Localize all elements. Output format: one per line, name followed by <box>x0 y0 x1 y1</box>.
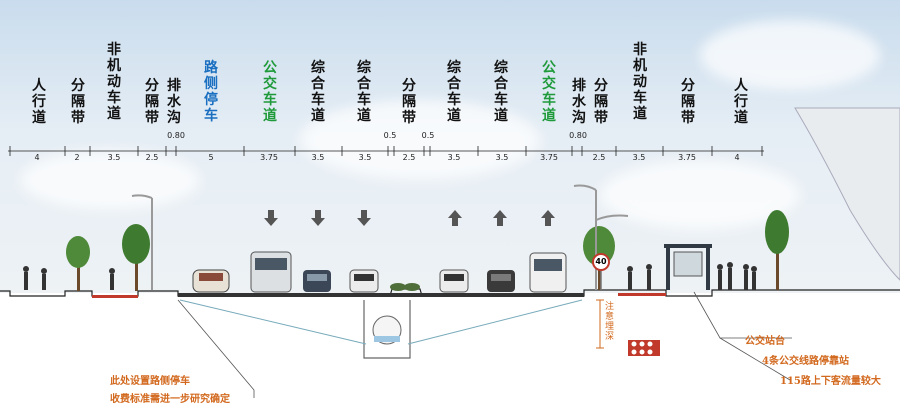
center-shrubs <box>390 283 420 291</box>
car-right-2 <box>487 270 515 292</box>
streetlight-right <box>573 184 629 290</box>
pedestrians-right <box>627 262 757 290</box>
car-right-1 <box>439 269 469 293</box>
dim-15: 4 <box>734 153 740 162</box>
label-general-3: 综合车道 <box>447 60 461 124</box>
label-bus-lane-right: 公交车道 <box>542 60 556 124</box>
dim-5: 3.75 <box>260 153 278 162</box>
dim-4: 5 <box>208 153 214 162</box>
ground-area <box>0 293 900 408</box>
annotation-bus-stop-2: 4条公交线路停靠站 <box>762 356 849 367</box>
annotation-bus-stop-3: 115路上下客流量较大 <box>780 376 881 387</box>
dim-7: 3.5 <box>358 153 372 162</box>
dim-0: 4 <box>34 153 40 162</box>
car-left-1 <box>303 270 331 292</box>
stadium-building <box>794 107 900 281</box>
label-drain-right: 排水沟 <box>572 78 586 126</box>
label-median-3: 分隔带 <box>594 78 608 126</box>
tree-right-2 <box>765 210 789 290</box>
streetlight-left <box>131 194 153 290</box>
label-drain-left: 排水沟 <box>167 78 181 126</box>
asphalt <box>178 293 584 297</box>
label-sidewalk-right: 人行道 <box>734 78 748 126</box>
label-center-median: 分隔带 <box>402 78 416 126</box>
label-median-4: 分隔带 <box>681 78 695 126</box>
dim-2: 3.5 <box>107 153 121 162</box>
annotation-parking-1: 此处设置路侧停车 <box>110 376 190 387</box>
cable-bundle <box>628 340 660 356</box>
pipe-depth-label: 注意埋深 <box>605 302 615 342</box>
label-median-1: 分隔带 <box>71 78 85 126</box>
dim-1: 2 <box>74 153 80 162</box>
traffic-direction-arrows <box>264 210 555 226</box>
label-median-2: 分隔带 <box>145 78 159 126</box>
drain-width-left: 0.80 <box>167 131 185 140</box>
label-sidewalk-left: 人行道 <box>32 78 46 126</box>
bus-right <box>529 252 567 293</box>
sky-background <box>0 0 900 300</box>
bike-lane-left <box>92 295 138 298</box>
bus-left <box>250 251 292 293</box>
bike-lane-right <box>618 293 666 296</box>
pedestrians-left <box>23 266 115 290</box>
bus-stop-shelter <box>664 244 712 290</box>
dim-6: 3.5 <box>311 153 325 162</box>
tree-left-1 <box>66 236 90 291</box>
annotation-leader-left <box>177 299 255 398</box>
dim-13: 3.5 <box>632 153 646 162</box>
speed-limit-value: 40 <box>595 257 607 266</box>
dim-11: 3.75 <box>540 153 558 162</box>
label-parking: 路侧停车 <box>204 60 218 124</box>
car-left-2 <box>349 269 379 293</box>
label-nonmotor-left: 非机动车道 <box>107 42 121 122</box>
dim-8: 2.5 <box>402 153 416 162</box>
dim-14: 3.75 <box>678 153 696 162</box>
parked-car <box>192 269 230 293</box>
label-nonmotor-right: 非机动车道 <box>633 42 647 122</box>
utility-pit <box>363 300 411 359</box>
label-general-4: 综合车道 <box>494 60 508 124</box>
pipe-guides <box>179 299 583 345</box>
drain-width-right: 0.80 <box>569 131 587 140</box>
center-offset-right: 0.5 <box>421 131 435 140</box>
dim-9: 3.5 <box>447 153 461 162</box>
label-bus-lane-left: 公交车道 <box>263 60 277 124</box>
annotation-parking-2: 收费标准需进一步研究确定 <box>110 394 230 405</box>
annotation-bus-stop-1: 公交站台 <box>745 336 785 347</box>
speed-limit-sign <box>592 253 610 290</box>
dim-10: 3.5 <box>495 153 509 162</box>
label-general-2: 综合车道 <box>357 60 371 124</box>
center-offset-left: 0.5 <box>383 131 397 140</box>
label-general-1: 综合车道 <box>311 60 325 124</box>
depth-marker <box>596 299 604 349</box>
dim-12: 2.5 <box>592 153 606 162</box>
tree-left-2 <box>122 224 150 291</box>
dim-3: 2.5 <box>145 153 159 162</box>
